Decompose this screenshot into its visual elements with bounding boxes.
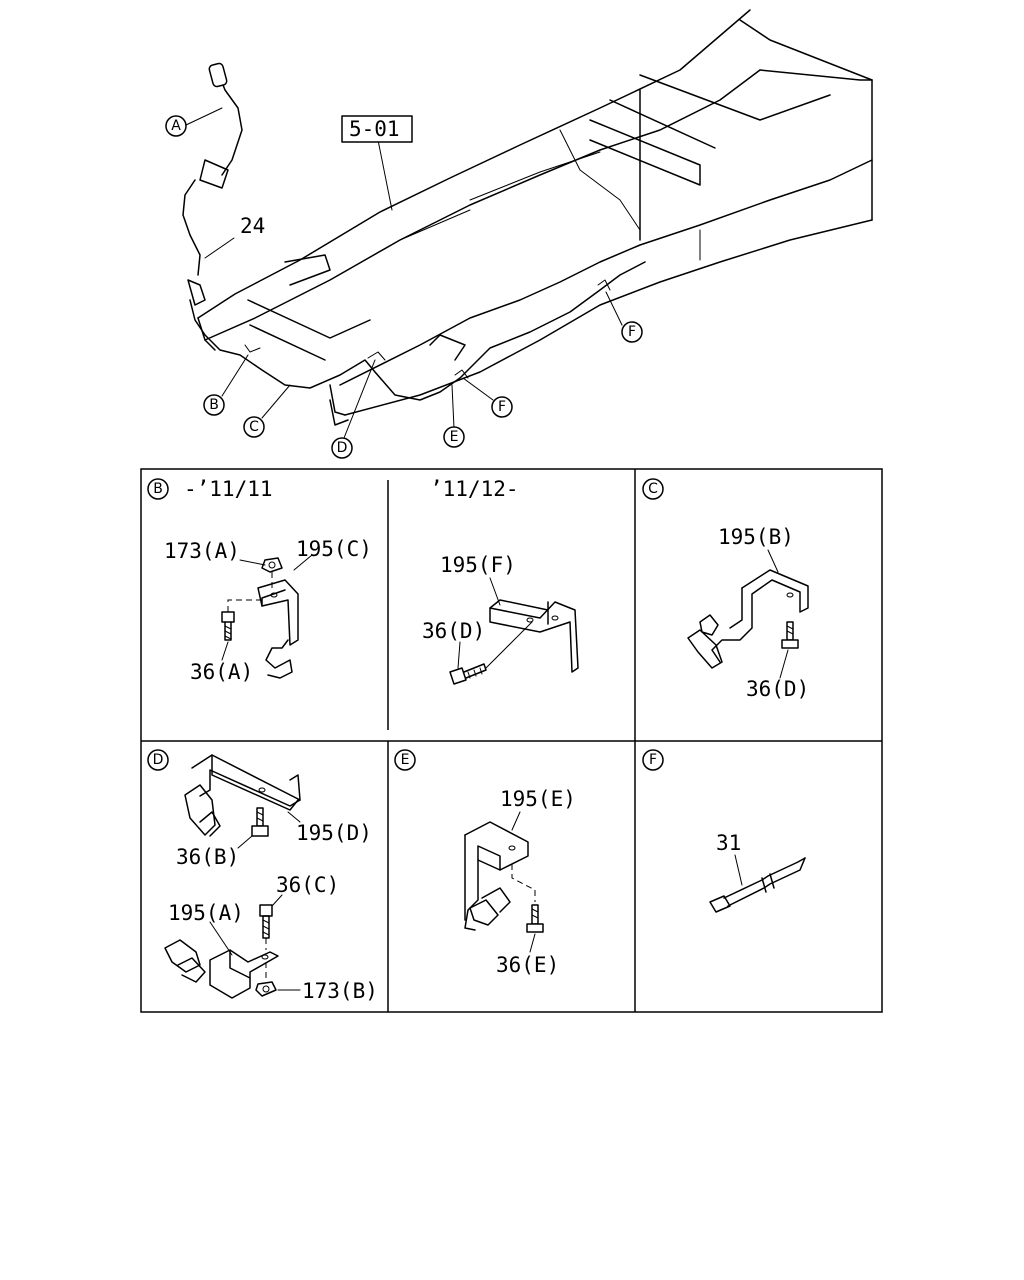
callout-f-lower: F: [491, 396, 513, 418]
svg-text:C: C: [249, 419, 259, 435]
bracket-195f: [489, 599, 579, 673]
bolt-36a: [221, 611, 235, 641]
svg-text:A: A: [171, 118, 181, 134]
bracket-195d: [184, 754, 301, 837]
label-173a: 173(A): [164, 539, 240, 563]
panel-e: E 195(E) 36(E): [394, 749, 576, 977]
label-36b: 36(B): [176, 845, 239, 869]
panel-b: B -’11/11 ’11/12- 173(A) 195(C) 36(A): [147, 477, 579, 685]
panel-d: D 195(D) 36(B): [147, 749, 378, 1003]
sensor-harness: [182, 62, 646, 401]
panel-b-letter: B: [147, 478, 169, 500]
svg-text:F: F: [498, 399, 506, 415]
label-36e: 36(E): [496, 953, 559, 977]
label-195f: 195(F): [440, 553, 516, 577]
svg-text:F: F: [628, 324, 636, 340]
panel-f: F 31: [642, 749, 806, 913]
bolt-36c: [259, 904, 273, 939]
label-36c: 36(C): [276, 873, 339, 897]
chassis-frame: [197, 9, 873, 426]
cable-tie-31: [709, 857, 806, 913]
label-195c: 195(C): [296, 537, 372, 561]
svg-text:C: C: [648, 481, 658, 497]
panel-f-letter: F: [642, 749, 664, 771]
bracket-195b: [687, 569, 809, 669]
label-173b: 173(B): [302, 979, 378, 1003]
date-range-early: -’11/11: [184, 477, 273, 501]
svg-text:F: F: [649, 752, 657, 768]
label-36a: 36(A): [190, 660, 253, 684]
svg-text:D: D: [153, 752, 164, 768]
svg-text:B: B: [153, 481, 163, 497]
detail-grid: [140, 468, 883, 1013]
label-31: 31: [716, 831, 741, 855]
part-label-24: 24: [240, 214, 265, 238]
bolt-36d-panel-c: [781, 621, 799, 649]
panel-e-letter: E: [394, 749, 416, 771]
callout-d: D: [331, 437, 353, 459]
bolt-36e: [526, 904, 544, 933]
svg-text:B: B: [209, 397, 219, 413]
label-36d-panel-c: 36(D): [746, 677, 809, 701]
svg-text:E: E: [450, 429, 459, 445]
reference-box: [341, 115, 413, 143]
label-195b: 195(B): [718, 525, 794, 549]
bolt-36b: [251, 807, 269, 837]
callout-a: A: [165, 115, 187, 137]
bracket-195c: [257, 579, 299, 679]
callout-f-upper: F: [621, 321, 643, 343]
label-195d: 195(D): [296, 821, 372, 845]
svg-text:D: D: [337, 440, 348, 456]
bolt-36d-panel-b: [449, 663, 487, 685]
svg-text:E: E: [401, 752, 410, 768]
bracket-195a: [164, 939, 279, 999]
label-195a: 195(A): [168, 901, 244, 925]
panel-d-letter: D: [147, 749, 169, 771]
label-36d-panel-b: 36(D): [422, 619, 485, 643]
callout-c: C: [243, 416, 265, 438]
nut-173a: [261, 557, 283, 573]
nut-173b: [255, 981, 277, 997]
date-range-late: ’11/12-: [430, 477, 519, 501]
reference-label: 5-01: [349, 117, 400, 141]
panel-c-letter: C: [642, 478, 664, 500]
bracket-195e: [464, 821, 529, 931]
panel-c: C 195(B) 36(D): [642, 478, 809, 701]
label-195e: 195(E): [500, 787, 576, 811]
callout-b: B: [203, 394, 225, 416]
callout-e: E: [443, 426, 465, 448]
